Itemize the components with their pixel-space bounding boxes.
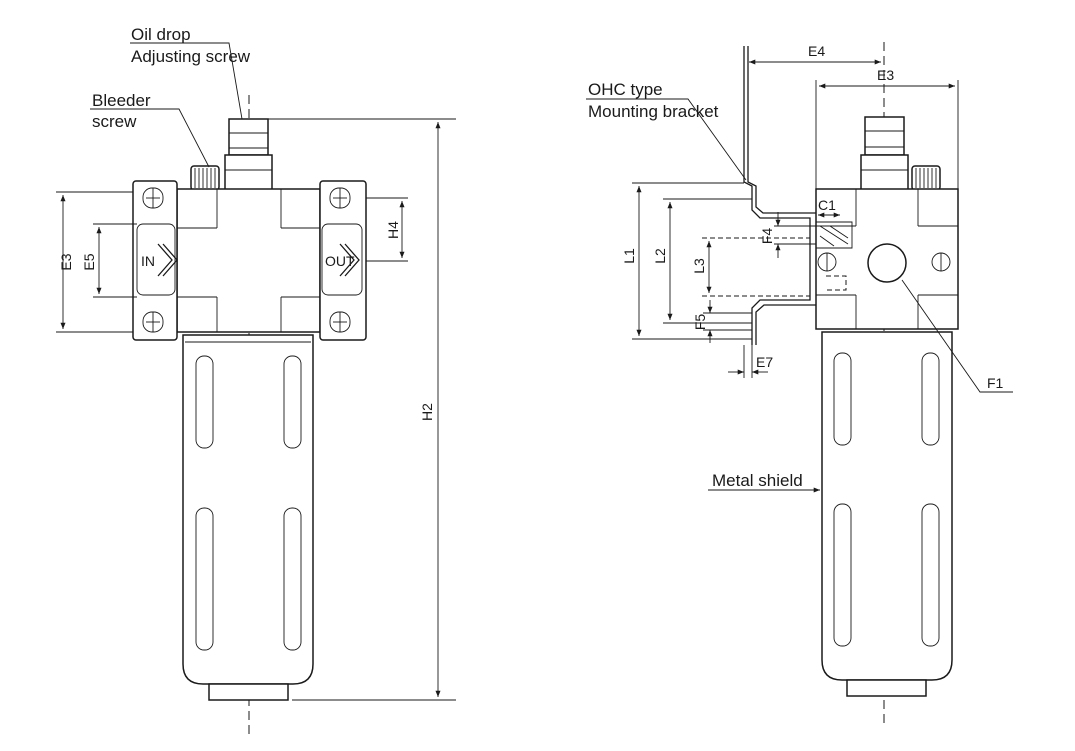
- bleeder-screw: [190, 165, 220, 191]
- mounting-bracket: [743, 46, 816, 345]
- e4-label: E4: [808, 43, 825, 59]
- dim-f4: F4: [759, 212, 816, 258]
- e7-label: E7: [756, 354, 773, 370]
- e3-right-label: E3: [877, 67, 894, 83]
- h2-label: H2: [419, 403, 435, 421]
- e5-label: E5: [81, 253, 97, 270]
- dim-l1: L1: [621, 182, 752, 340]
- screw-label: screw: [92, 112, 137, 131]
- oil-drop-leader: [130, 42, 243, 120]
- side-adjusting-screw: [860, 116, 909, 192]
- dim-e5: E5: [81, 223, 137, 298]
- f5-label: F5: [692, 314, 708, 331]
- side-bleeder-screw: [911, 165, 941, 191]
- side-view: OHC type Mounting bracket Metal shield F…: [586, 42, 1013, 725]
- dim-c1: C1: [818, 197, 840, 218]
- front-view: IN OUT Oil drop Adjus: [56, 25, 456, 735]
- in-bracket: IN: [132, 180, 178, 341]
- f4-label: F4: [759, 228, 775, 245]
- out-port-label: OUT: [325, 253, 355, 269]
- side-bowl: [821, 331, 953, 697]
- dim-f5: F5: [692, 300, 752, 343]
- adjusting-screw: [224, 118, 273, 192]
- f1-leader: [901, 279, 1013, 393]
- h4-label: H4: [385, 221, 401, 239]
- dim-e3-left: E3: [56, 191, 133, 333]
- adjusting-screw-label: Adjusting screw: [131, 47, 251, 66]
- l2-label: L2: [652, 248, 668, 264]
- ohc-type-label: OHC type: [588, 80, 663, 99]
- dim-e4: E4: [749, 43, 881, 65]
- out-bracket: OUT: [319, 180, 367, 341]
- dim-h4: H4: [366, 197, 408, 262]
- side-body: [815, 188, 959, 330]
- dim-e3-right: E3: [815, 67, 959, 189]
- l1-label: L1: [621, 248, 637, 264]
- in-port-label: IN: [141, 253, 155, 269]
- dim-h2: H2: [268, 118, 456, 701]
- metal-shield-label: Metal shield: [712, 471, 803, 490]
- dim-l2: L2: [652, 198, 752, 324]
- e3-left-label: E3: [58, 253, 74, 270]
- ohc-leader: [586, 98, 747, 181]
- bleeder-leader: [90, 108, 210, 168]
- oil-drop-label: Oil drop: [131, 25, 191, 44]
- bleeder-label: Bleeder: [92, 91, 151, 110]
- front-bowl: [182, 334, 314, 701]
- dim-e7: E7: [728, 345, 773, 378]
- mounting-bracket-label: Mounting bracket: [588, 102, 719, 121]
- l3-label: L3: [691, 258, 707, 274]
- c1-label: C1: [818, 197, 836, 213]
- front-body: [176, 188, 321, 333]
- f1-label: F1: [987, 375, 1004, 391]
- dim-l3: L3: [691, 237, 810, 297]
